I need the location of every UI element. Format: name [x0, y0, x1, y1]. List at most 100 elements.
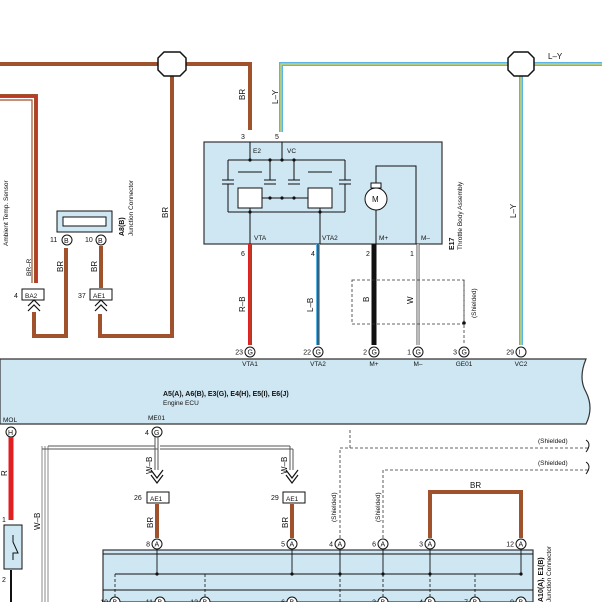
ae1-29-connector [282, 491, 306, 504]
ecu-codes: A5(A), A6(B), E3(G), E4(H), E5(I), E6(J) [163, 391, 289, 398]
wire-wb-mid1: W–B [145, 457, 154, 474]
ecu-pin-1-circle [312, 346, 324, 358]
shielded-right2: (Shielded) [538, 460, 568, 467]
junction-top-pin-1-circle [286, 538, 298, 550]
term-vta: VTA [254, 235, 267, 242]
relay-pin-top: 1 [2, 517, 6, 524]
junction-bottom-pin-2-circle [199, 596, 211, 602]
wire-w: W [406, 296, 415, 304]
ecu-pin-5-num: 29 [506, 350, 514, 357]
junction-a8: 11 B 10 B A8(B) Junction Connector BR BR… [50, 179, 135, 312]
ecu-pin-0-letter: G [248, 350, 253, 357]
term-e2: E2 [253, 148, 261, 155]
br-right-label: BR [161, 207, 170, 218]
junction-bottom-pin-0-letter: B [113, 600, 118, 602]
ecu-pin-3-circle [412, 346, 424, 358]
throttle-pin-vc: 5 [275, 134, 279, 141]
ba2-connector [21, 288, 45, 301]
ae1-29-id: AE1 [286, 496, 299, 503]
ba2-pin: 4 [14, 293, 18, 300]
junction-a10-panel [102, 549, 534, 602]
wire-l-b: L–B [306, 298, 315, 312]
ecu-pin-3-num: 1 [407, 350, 411, 357]
junction-bottom-pin-6-num: 7 [464, 600, 468, 602]
wire-pin-6: 6 [241, 251, 245, 258]
junction-bottom-pin-3-num: 6 [281, 600, 285, 602]
ambient-sensor-wires: Ambient Temp. Sensor BR–R 4 BA2 [0, 94, 68, 338]
splice-top-left [157, 51, 187, 77]
junction-bottom-pin-3-letter: B [290, 600, 295, 602]
ecu-pin-3-label: M– [413, 361, 422, 368]
junction-bottom-pin-1-num: 11 [146, 600, 153, 602]
br-top-label: BR [238, 89, 247, 100]
top-brown-bus: BR BR [0, 51, 252, 338]
lower-section: MOL H R 1 2 W–B ME01 4 G W–B [0, 415, 590, 602]
me01-label: ME01 [148, 415, 165, 422]
ecu-pin-5-circle [515, 346, 527, 358]
ecu-pin-4-letter: G [462, 350, 467, 357]
ecu-name: Engine ECU [163, 400, 199, 407]
junction-top-pin-2-circle [334, 538, 346, 550]
top-ly-bus: L–Y L–Y L–Y [271, 51, 602, 345]
br-r-label: BR–R [26, 258, 33, 276]
junction-top-pin-3-letter: A [381, 542, 386, 549]
junction-bottom-pin-7-num: 9 [510, 600, 514, 602]
junction-bottom-pin-4-circle [377, 596, 389, 602]
ae1-26-id: AE1 [150, 496, 163, 503]
a8-wire-right: BR [90, 261, 99, 272]
junction-bottom-pin-5-num: 4 [419, 600, 423, 602]
ly-vertical-label: L–Y [509, 203, 518, 218]
throttle-shielded: (Shielded) [471, 288, 478, 318]
shield-box-throttle [351, 279, 465, 325]
junction-bottom-pin-7-circle [515, 596, 527, 602]
junction-bottom-pin-2-num: 12 [190, 600, 198, 602]
throttle-body: 3 5 E2 VC [203, 134, 464, 250]
ecu-pin-1-num: 22 [303, 350, 311, 357]
term-mplus: M+ [379, 235, 388, 242]
wire-wb-mid2: W–B [280, 457, 289, 474]
term-vta2: VTA2 [322, 235, 338, 242]
a8-name: Junction Connector [128, 179, 135, 236]
term-mminus: M– [421, 235, 430, 242]
ecu-pin-0-label: VTA1 [242, 361, 258, 368]
ecu-pin-0-num: 23 [235, 350, 243, 357]
a8-pin-left-letter: B [64, 238, 69, 245]
ecu-pin-4-num: 3 [453, 350, 457, 357]
me01-pin [151, 426, 163, 438]
ecu-pin-4-circle [458, 346, 470, 358]
shielded-vert2: (Shielded) [375, 492, 382, 522]
ecu-pin-3-letter: G [416, 350, 421, 357]
junction-top-pin-5-num: 12 [506, 542, 514, 549]
ecu-pin-5-letter: I [519, 350, 521, 357]
ae1-26-pin: 26 [134, 495, 142, 502]
engine-ecu: A5(A), A6(B), E3(G), E4(H), E5(I), E6(J)… [0, 346, 591, 425]
junction-bottom-pin-0-circle [109, 596, 121, 602]
junction-a10-code: A10(A), E1(B) [538, 557, 545, 602]
ecu-pin-2-circle [368, 346, 380, 358]
junction-top-pin-1-num: 5 [281, 542, 285, 549]
wire-br-lower1: BR [146, 517, 155, 528]
mol-label: MOL [3, 417, 17, 424]
junction-bottom-pin-6-letter: B [473, 600, 478, 602]
ae1-29-pin: 29 [271, 495, 279, 502]
ae1-37-pin: 37 [78, 293, 86, 300]
a8-code: A8(B) [119, 217, 126, 236]
junction-top-pin-5-letter: A [519, 542, 524, 549]
throttle-name: Throttle Body Assembly [457, 181, 464, 250]
mol-pin-letter: H [8, 430, 13, 437]
relay-pin-bottom: 2 [2, 577, 6, 584]
ecu-panel [0, 358, 591, 425]
junction-bottom-pin-group: B10B11B12B6B3B4B7B9 [100, 596, 527, 602]
ecu-pin-0-circle [244, 346, 256, 358]
junction-bottom-pin-4-num: 3 [372, 600, 376, 602]
ecu-pin-5-label: VC2 [515, 361, 528, 368]
a8-pin-right: 10 [85, 237, 93, 244]
ae1-37-id: AE1 [93, 293, 106, 300]
wire-r-b: R–B [238, 296, 247, 312]
junction-bottom-pin-6-circle [469, 596, 481, 602]
junction-bottom-pin-5-letter: B [428, 600, 433, 602]
wire-pin-2: 2 [366, 251, 370, 258]
